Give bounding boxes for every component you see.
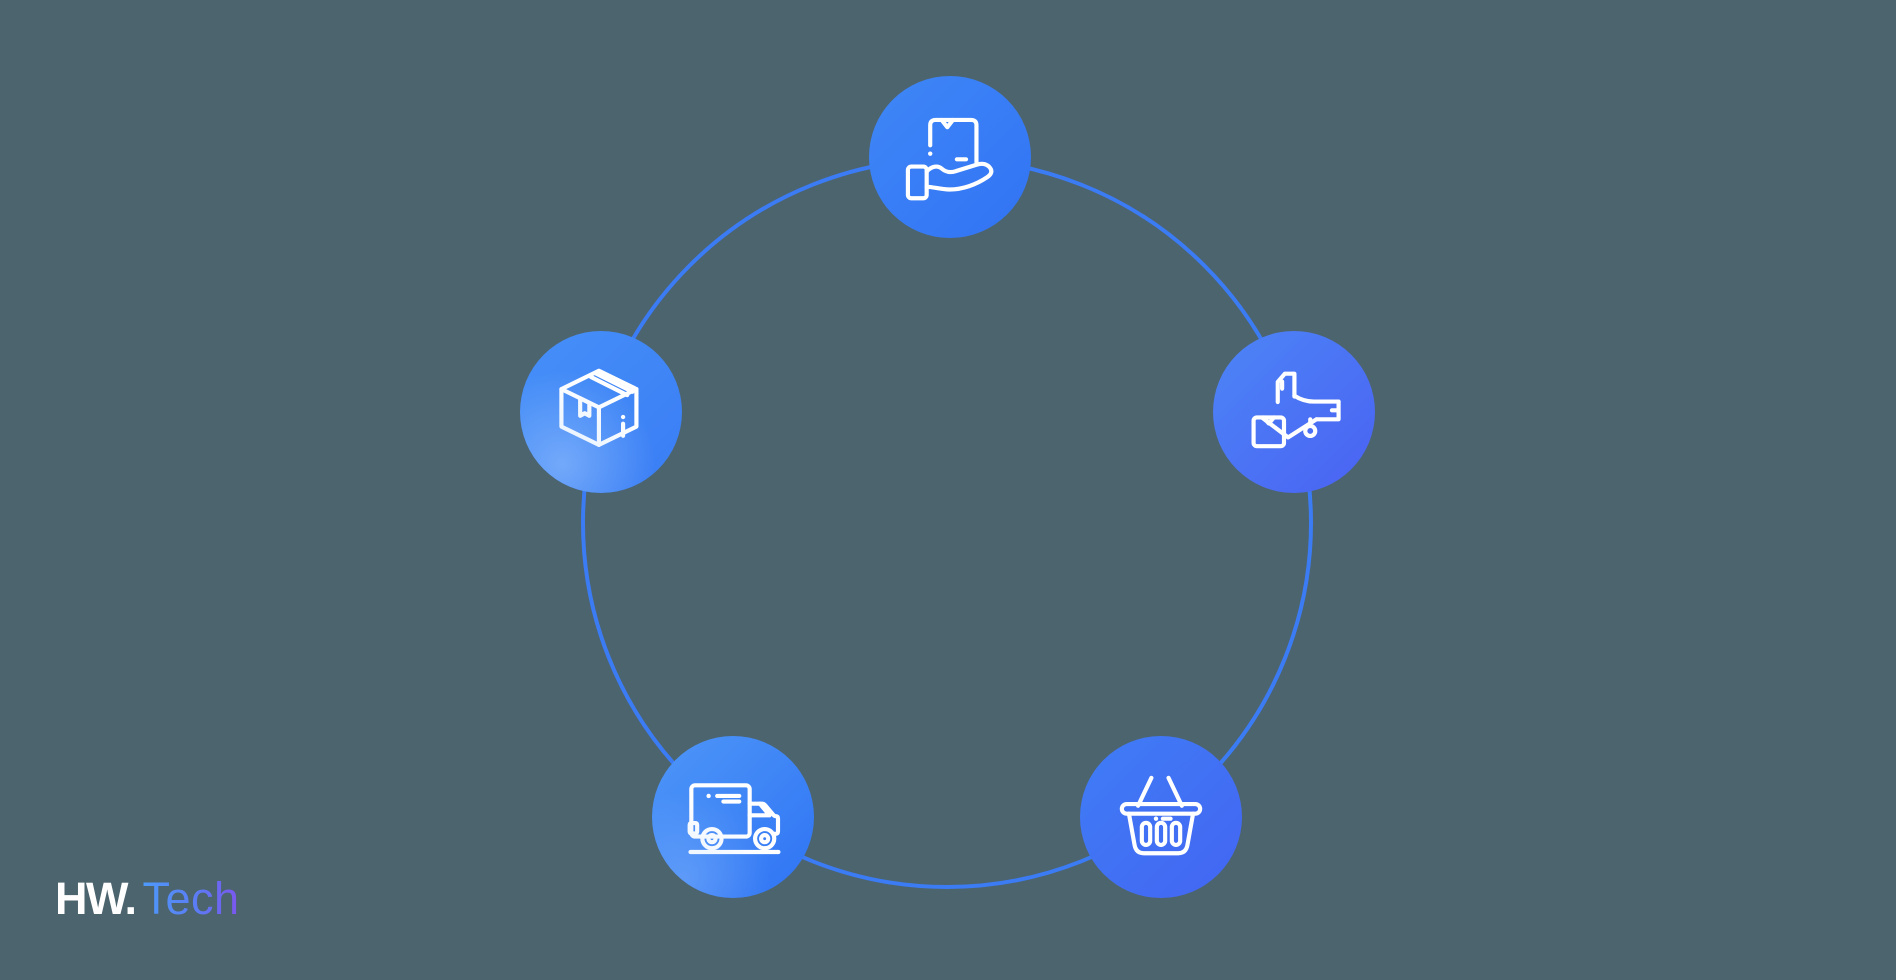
hand-holding-box-icon [905,117,994,201]
node-air-freight [1213,331,1375,493]
box-icon [559,368,639,447]
brand-logo: HW. Tech [55,876,240,921]
node-delivery-truck [652,736,814,898]
logo-brand-text: HW. [55,873,137,924]
node-package-box [520,331,682,493]
truck-icon [687,783,781,855]
node-package-handover [869,76,1031,238]
basket-icon [1119,775,1203,856]
logo-suffix-text: Tech [142,873,240,924]
cargo-plane-icon [1251,371,1341,449]
node-shopping-basket [1080,736,1242,898]
